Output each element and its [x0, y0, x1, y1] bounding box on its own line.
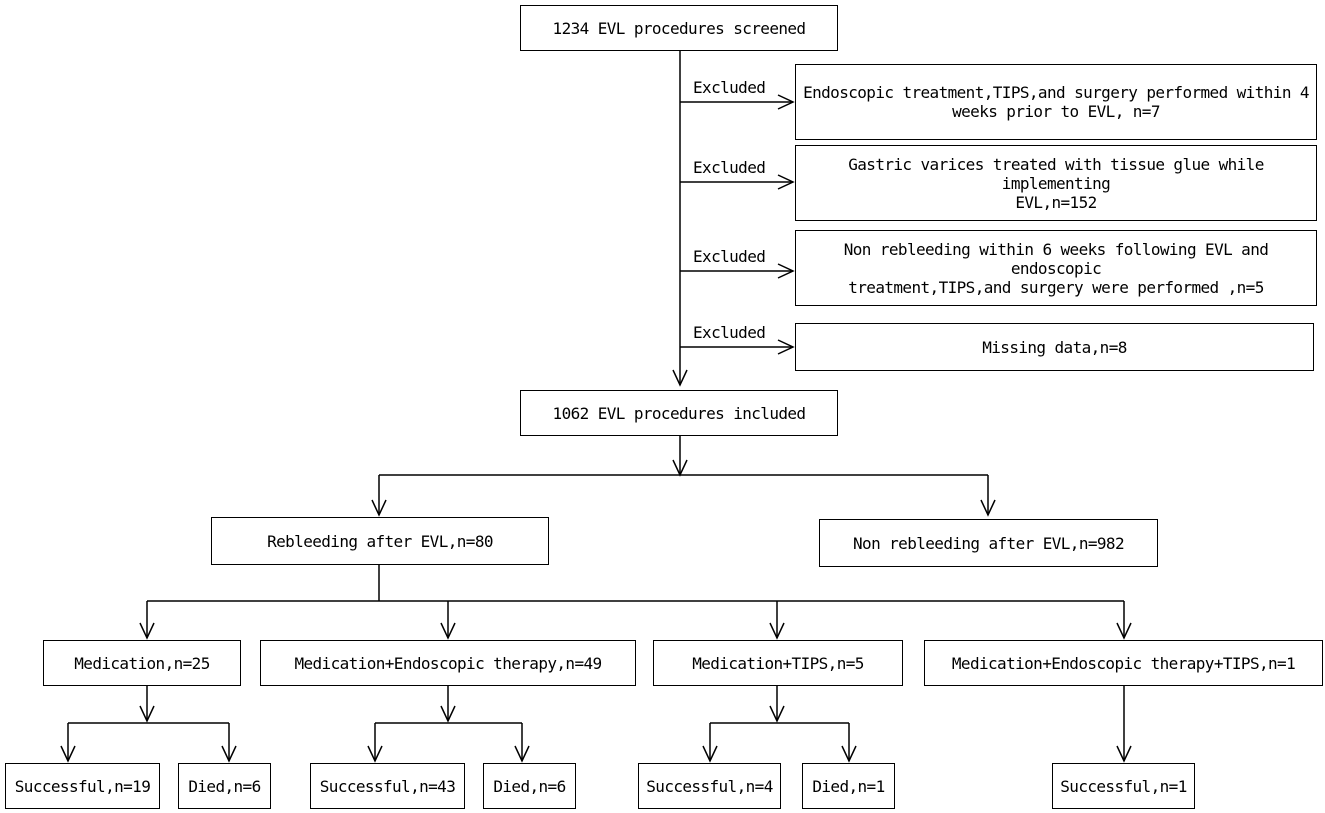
- treatment-box-medication-tips: Medication+TIPS,n=5: [653, 640, 903, 686]
- screened-box: 1234 EVL procedures screened: [520, 5, 838, 51]
- excluded-label-3: Excluded: [693, 247, 766, 266]
- outcome-successful-3: Successful,n=4: [638, 763, 781, 809]
- treatment-box-medication-endoscopic: Medication+Endoscopic therapy,n=49: [260, 640, 636, 686]
- exclusion-box-1: Endoscopic treatment,TIPS,and surgery pe…: [795, 64, 1317, 140]
- exclusion-box-2: Gastric varices treated with tissue glue…: [795, 145, 1317, 221]
- included-box: 1062 EVL procedures included: [520, 390, 838, 436]
- treatment-box-medication: Medication,n=25: [43, 640, 241, 686]
- exclusion-box-4: Missing data,n=8: [795, 323, 1314, 371]
- outcome-successful-4: Successful,n=1: [1052, 763, 1195, 809]
- outcome-died-3: Died,n=1: [802, 763, 895, 809]
- excluded-label-2: Excluded: [693, 158, 766, 177]
- outcome-died-1: Died,n=6: [178, 763, 271, 809]
- outcome-successful-2: Successful,n=43: [310, 763, 465, 809]
- treatment-box-medication-endoscopic-tips: Medication+Endoscopic therapy+TIPS,n=1: [924, 640, 1323, 686]
- outcome-died-2: Died,n=6: [483, 763, 576, 809]
- outcome-successful-1: Successful,n=19: [5, 763, 160, 809]
- excluded-label-1: Excluded: [693, 78, 766, 97]
- excluded-label-4: Excluded: [693, 323, 766, 342]
- non-rebleeding-box: Non rebleeding after EVL,n=982: [819, 519, 1158, 567]
- exclusion-box-3: Non rebleeding within 6 weeks following …: [795, 230, 1317, 306]
- rebleeding-box: Rebleeding after EVL,n=80: [211, 517, 549, 565]
